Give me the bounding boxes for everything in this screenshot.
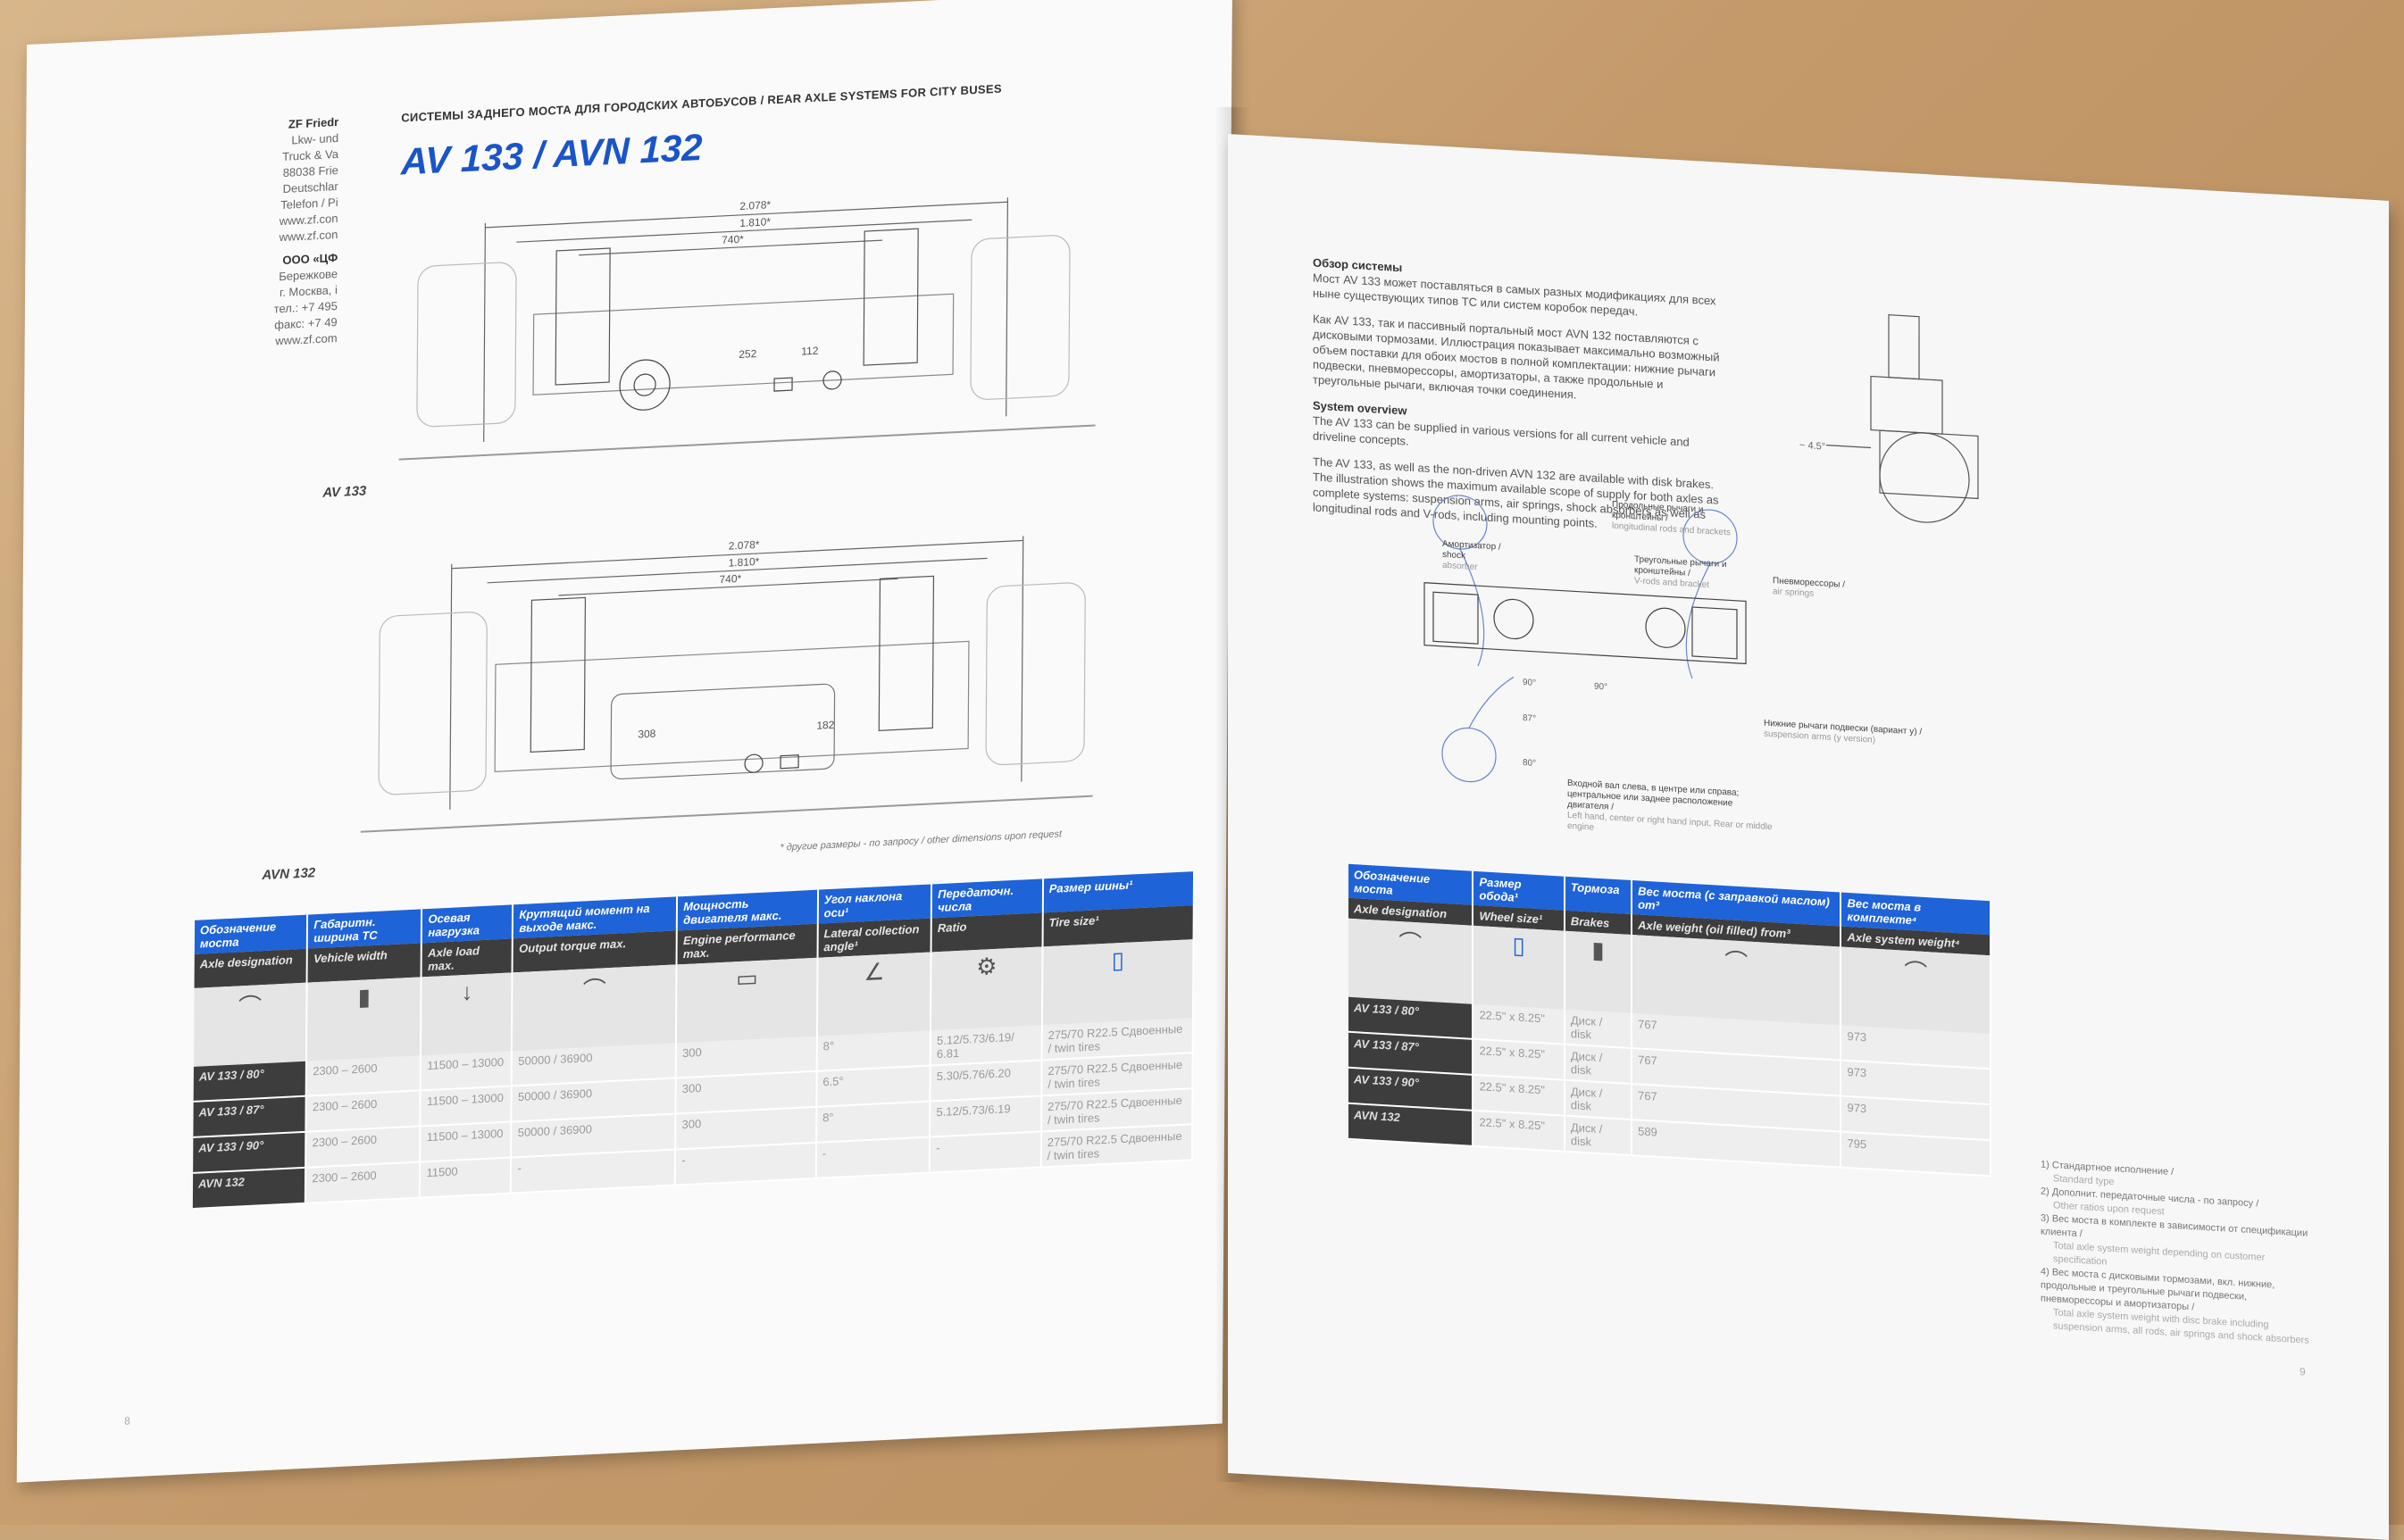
callout-shock-absorber: Амортизатор / shock absorber (1442, 539, 1523, 576)
table-cell: 22.5" x 8.25" (1473, 1110, 1565, 1152)
callout-angle: 87° (1523, 713, 1537, 724)
gear-ratio-icon: ⚙ (931, 946, 1043, 1031)
dim-inner-label: 740* (722, 233, 744, 246)
axle-icon: ⌒ (1348, 918, 1473, 1004)
bus-icon: ▮ (306, 977, 422, 1061)
table-cell: 6.5° (816, 1065, 931, 1107)
axle-system-drawing (1407, 484, 1871, 850)
brochure-left-page: ZF Friedr Lkw- und Truck & Va 88038 Frie… (16, 0, 1232, 1483)
dim-outer-label: 2.078* (739, 198, 771, 212)
column-header: Ratio (931, 912, 1043, 953)
axle-diagram-av133: 2.078* 1.810* 740* 252 112 (398, 197, 1096, 461)
drawing-label-av133: AV 133 (322, 483, 367, 501)
callout-input-shaft: Входной вал слева, в центре или справа; … (1567, 778, 1773, 844)
overview-paragraph-ru: Как AV 133, так и пассивный портальный м… (1313, 312, 1720, 402)
brochure-right-page: Обзор системы Мост AV 133 может поставля… (1228, 134, 2389, 1540)
dim-mid-label: 1.810* (729, 555, 760, 570)
axle-side-view-diagram: ~ 4.5° (1799, 314, 1979, 523)
dim-b-label: 182 (816, 719, 834, 732)
table-cell: AVN 132 (1348, 1103, 1473, 1146)
column-header: Осевая нагрузка (422, 904, 513, 944)
column-header: Axle designation (194, 948, 308, 988)
page-title: AV 133 / AVN 132 (400, 125, 703, 183)
dim-inner-label: 740* (719, 572, 741, 586)
table-cell: Диск / disk (1564, 1044, 1632, 1085)
axle-system-diagram (1423, 495, 1747, 783)
table-cell: 2300 – 2600 (305, 1161, 421, 1203)
axle-drawing-av133: 2.078* 1.810* 740* 252 112 (398, 171, 1097, 472)
column-header: Обозначение моста (194, 914, 308, 954)
table-cell: 22.5" x 8.25" (1473, 1038, 1565, 1080)
dim-a-label: 308 (638, 728, 655, 741)
table-cell: 8° (815, 1101, 931, 1143)
section-header: СИСТЕМЫ ЗАДНЕГО МОСТА ДЛЯ ГОРОДСКИХ АВТО… (401, 81, 1002, 125)
column-header: Угол наклона оси¹ (817, 884, 932, 924)
dimensions-footnote: * другие размеры - по запросу / other di… (780, 828, 1063, 853)
brake-icon: ▮ (1564, 930, 1632, 1014)
table-cell: Диск / disk (1564, 1009, 1632, 1049)
page-number: 9 (2300, 1365, 2306, 1378)
column-header: Axle load max. (422, 938, 513, 978)
column-header: Размер обода¹ (1473, 870, 1565, 911)
table-cell: 5.30/5.76/6.20 (930, 1060, 1042, 1102)
table-cell: AV 133 / 80° (193, 1061, 307, 1102)
column-header: Vehicle width (306, 943, 422, 983)
table-cell: - (815, 1136, 931, 1178)
tire-icon: ▯ (1041, 939, 1194, 1026)
axle-system-weight-icon: ⌒ (1841, 946, 1991, 1035)
torque-curve-icon: ⌒ (512, 964, 677, 1052)
column-header: Передаточн. числа (931, 878, 1043, 919)
table-cell: 5.12/5.73/6.19 (930, 1095, 1042, 1137)
table-cell: 11500 – 13000 (420, 1121, 512, 1162)
table-cell: 22.5" x 8.25" (1473, 1003, 1565, 1045)
axle-diagram-avn132: 2.078* 1.810* 740* 308 182 (360, 536, 1093, 833)
table-cell: Диск / disk (1564, 1115, 1632, 1156)
table-cell: 2300 – 2600 (305, 1090, 422, 1132)
axle-load-icon: ↓ (421, 972, 513, 1056)
table-cell: Диск / disk (1564, 1079, 1632, 1120)
angle-icon: ∠ (816, 952, 931, 1036)
angle-label: ~ 4.5° (1799, 440, 1825, 453)
table-cell: 2300 – 2600 (305, 1126, 421, 1168)
table-cell: 795 (1841, 1131, 1991, 1177)
company-address: ZF Friedr Lkw- und Truck & Va 88038 Frie… (195, 114, 339, 354)
wheel-rim-icon: ▯ (1473, 925, 1565, 1010)
callout-angle: 80° (1523, 758, 1537, 769)
engine-icon: ▭ (676, 957, 818, 1044)
callout-v-rods: Треугольные рычаги и кронштейны / V-rods… (1634, 554, 1732, 592)
table-cell: 275/70 R22.5 Сдвоенные / twin tires (1040, 1124, 1193, 1168)
table-cell: - (511, 1149, 676, 1194)
table-cell: - (930, 1131, 1041, 1173)
dim-a-label: 252 (739, 347, 756, 361)
dim-outer-label: 2.078* (729, 538, 760, 553)
axle-side-view-drawing: ~ 4.5° (1799, 301, 2014, 545)
left-spec-table: Обозначение моста Габаритн. ширина ТС Ос… (192, 871, 1195, 1210)
table-footnotes: 1) Стандартное исполнение / Standard typ… (2041, 1158, 2317, 1348)
table-cell: AV 133 / 90° (193, 1131, 306, 1173)
callout-angle: 90° (1594, 681, 1608, 693)
table-cell: 11500 – 13000 (420, 1086, 513, 1127)
column-header: Lateral collection angle¹ (817, 918, 932, 958)
table-cell: 22.5" x 8.25" (1473, 1074, 1565, 1116)
axle-weight-icon: ⌒ (1632, 935, 1841, 1026)
axle-icon: ⌒ (193, 982, 307, 1067)
table-cell: 11500 (420, 1157, 512, 1198)
right-spec-table: Обозначение моста Размер обода¹ Тормоза … (1348, 863, 1991, 1178)
drawing-label-avn132: AVN 132 (262, 865, 316, 884)
page-number: 8 (124, 1414, 130, 1428)
table-cell: 5.12/5.73/6.19/ 6.81 (930, 1025, 1042, 1066)
table-cell: AV 133 / 87° (193, 1095, 307, 1137)
callout-angle: 90° (1523, 678, 1537, 688)
column-header: Габаритн. ширина ТС (307, 909, 422, 949)
table-cell: 2300 – 2600 (306, 1055, 422, 1096)
axle-drawing-avn132: 2.078* 1.810* 740* 308 182 (360, 511, 1095, 850)
table-cell: 11500 – 13000 (421, 1051, 513, 1091)
table-cell: AVN 132 (192, 1167, 306, 1209)
table-cell: - (675, 1142, 816, 1186)
table-cell: 8° (816, 1030, 931, 1071)
dim-b-label: 112 (801, 345, 819, 358)
column-header: Тормоза (1564, 876, 1632, 915)
dim-mid-label: 1.810* (739, 215, 771, 229)
